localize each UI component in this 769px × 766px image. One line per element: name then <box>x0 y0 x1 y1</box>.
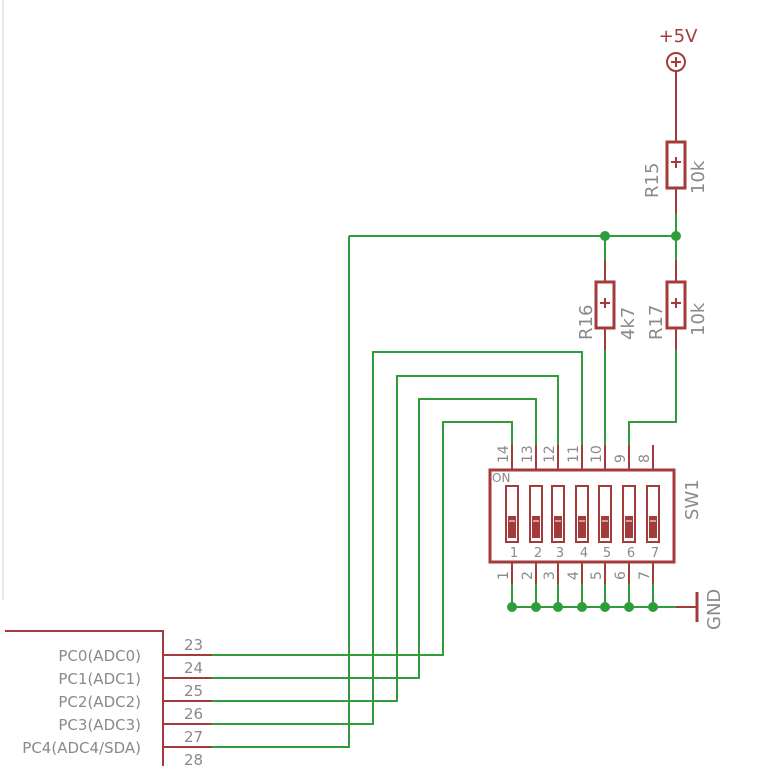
switch-name: SW1 <box>682 479 703 520</box>
power-label: +5V <box>659 26 699 47</box>
junction <box>553 602 563 612</box>
junction <box>648 602 658 612</box>
mcu-pin-name: PC3(ADC3) <box>58 716 141 734</box>
mcu-symbol: 23PC0(ADC0)24PC1(ADC1)25PC2(ADC2)26PC3(A… <box>5 630 212 766</box>
junction <box>624 602 634 612</box>
switch-position-label: 5 <box>603 546 611 561</box>
switch-position <box>646 485 660 543</box>
switch-bottom-pin-number: 5 <box>589 571 605 580</box>
mcu-pin-number: 26 <box>184 705 203 723</box>
junction <box>600 602 610 612</box>
r15-value: 10k <box>688 160 709 194</box>
switch-bottom-pin-number: 1 <box>496 571 512 580</box>
switch-top-pin-number: 8 <box>637 454 653 463</box>
r17-name: R17 <box>646 305 667 340</box>
switch-top-pin-number: 11 <box>566 445 582 463</box>
switch-position-label: 4 <box>580 546 588 561</box>
switch-position <box>551 485 565 543</box>
switch-on-label: ON <box>492 471 510 485</box>
mcu-pin-number: 23 <box>184 636 203 654</box>
switch-top-pin-number: 10 <box>589 445 605 463</box>
resistor-r16: R16 4k7 <box>576 260 639 350</box>
switch-position <box>529 485 543 543</box>
r16-name: R16 <box>576 305 597 340</box>
junction <box>577 602 587 612</box>
switch-position <box>622 485 636 543</box>
switch-bottom-pin-number: 7 <box>637 571 653 580</box>
switch-top-pin-number: 14 <box>496 445 512 463</box>
switch-bottom-pin-number: 4 <box>566 571 582 580</box>
switch-position <box>575 485 589 543</box>
switch-position-label: 1 <box>510 546 518 561</box>
r17-value: 10k <box>688 302 709 336</box>
switch-position <box>598 485 612 543</box>
switch-top-pin-number: 9 <box>613 454 629 463</box>
junction <box>531 602 541 612</box>
r16-value: 4k7 <box>618 307 639 340</box>
switch-top-pin-number: 12 <box>542 445 558 463</box>
mcu-pin-number: 24 <box>184 659 203 677</box>
switch-position-label: 2 <box>534 546 542 561</box>
switch-position-label: 3 <box>556 546 564 561</box>
switch-bottom-pin-number: 3 <box>542 571 558 580</box>
resistor-r17: R17 10k <box>646 260 709 350</box>
junction <box>507 602 517 612</box>
switch-bottom-pin-number: 6 <box>613 571 629 580</box>
mcu-pin-name: PC2(ADC2) <box>58 693 141 711</box>
resistor-r15: R15 10k <box>642 102 709 214</box>
switch-bottom-pin-number: 2 <box>520 571 536 580</box>
mcu-pin-name: PC0(ADC0) <box>58 647 141 665</box>
ground-label: GND <box>704 589 725 630</box>
mcu-pin: 28 <box>184 751 203 766</box>
switch-position-label: 7 <box>651 546 659 561</box>
mcu-pin-number: 28 <box>184 751 203 766</box>
mcu-pin-number: 25 <box>184 682 203 700</box>
ground-symbol: GND <box>676 589 725 630</box>
r15-name: R15 <box>642 163 663 198</box>
switch-top-pin-number: 13 <box>520 445 536 463</box>
mcu-pin-name: PC1(ADC1) <box>58 670 141 688</box>
switch-position-label: 6 <box>627 546 635 561</box>
power-symbol: +5V <box>659 26 699 102</box>
mcu-pin-name: PC4(ADC4/SDA) <box>22 739 141 757</box>
mcu-pin-number: 27 <box>184 728 203 746</box>
switch-position <box>505 485 519 543</box>
